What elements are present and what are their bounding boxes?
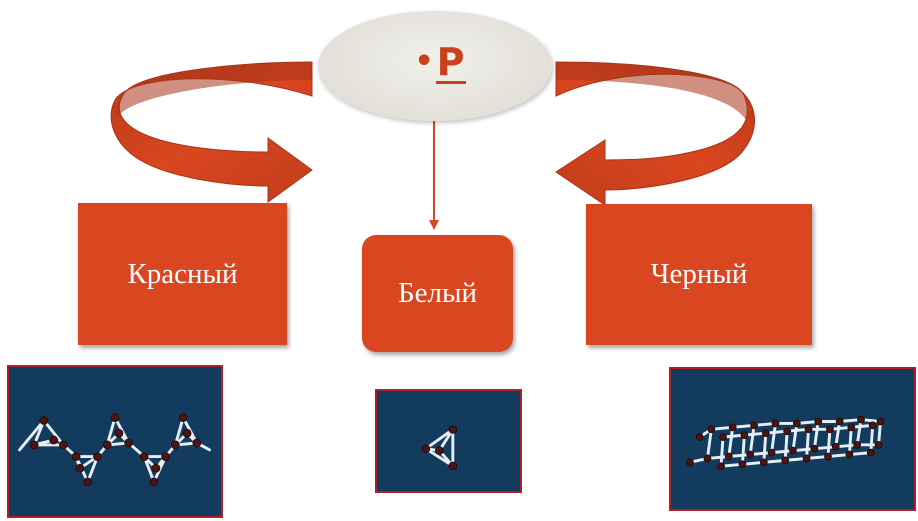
black-phosphorus-label: Черный — [650, 258, 748, 290]
white-phosphorus-label: Белый — [398, 277, 477, 309]
red-phosphorus-label: Красный — [127, 257, 238, 290]
white-phosphorus-structure-image — [375, 389, 522, 493]
red-phosphorus-structure-image — [7, 365, 223, 518]
left-curved-arrow — [110, 61, 313, 203]
white-phosphorus-box: Белый — [362, 235, 513, 352]
bullet: • — [414, 43, 434, 79]
black-phosphorus-structure-image — [669, 367, 916, 511]
phosphorus-ellipse — [318, 11, 552, 121]
black-phosphorus-box: Черный — [586, 204, 812, 345]
right-curved-arrow — [555, 61, 755, 206]
phosphorus-symbol: • P — [400, 38, 480, 88]
red-phosphorus-box: Красный — [78, 203, 287, 345]
element-symbol: P — [435, 39, 466, 84]
center-down-arrow — [429, 121, 439, 230]
